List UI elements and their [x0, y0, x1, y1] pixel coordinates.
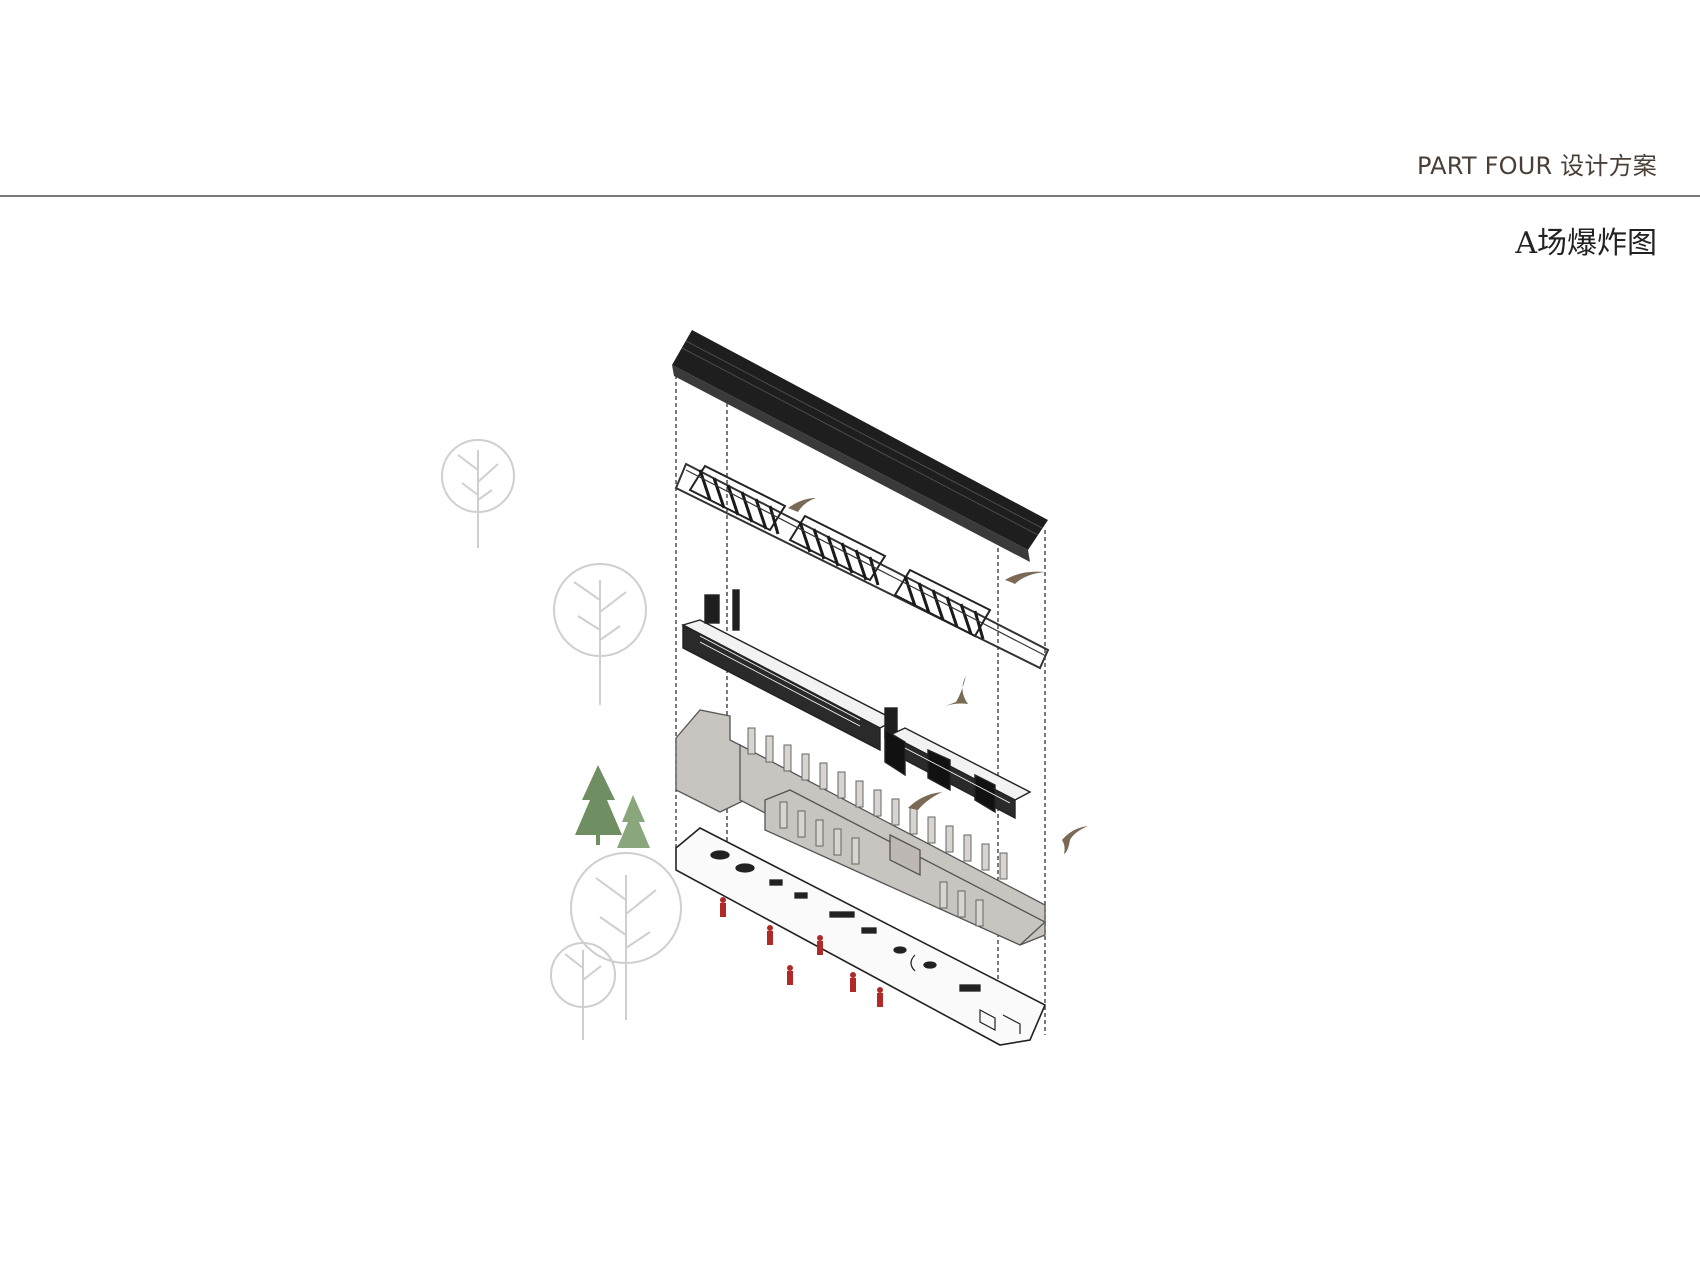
roof-layer — [672, 330, 1048, 562]
interior-partition-layer — [681, 589, 1032, 820]
floor-plan-layer — [675, 827, 1047, 1046]
header-divider — [0, 195, 1700, 197]
person-icon — [817, 935, 823, 955]
conifer-tree-icon — [575, 765, 650, 848]
roof-truss-layer — [674, 462, 1050, 670]
person-icon — [720, 897, 726, 917]
person-icon — [877, 987, 883, 1007]
bird-icon — [1062, 826, 1088, 854]
deciduous-tree-icon — [550, 942, 616, 1040]
bird-icon — [940, 676, 968, 708]
person-icon — [850, 972, 856, 992]
deciduous-tree-icon — [570, 852, 682, 1020]
section-header: PART FOUR 设计方案 — [1417, 152, 1657, 180]
wall-layer — [675, 709, 1047, 946]
page-title: A场爆炸图 — [1515, 226, 1657, 261]
person-icon — [767, 925, 773, 945]
deciduous-tree-icon — [553, 563, 647, 705]
bird-icon — [788, 498, 816, 512]
bird-icon — [1005, 571, 1045, 584]
bird-icon — [908, 792, 942, 810]
deciduous-tree-icon — [441, 439, 515, 548]
person-icon — [787, 965, 793, 985]
